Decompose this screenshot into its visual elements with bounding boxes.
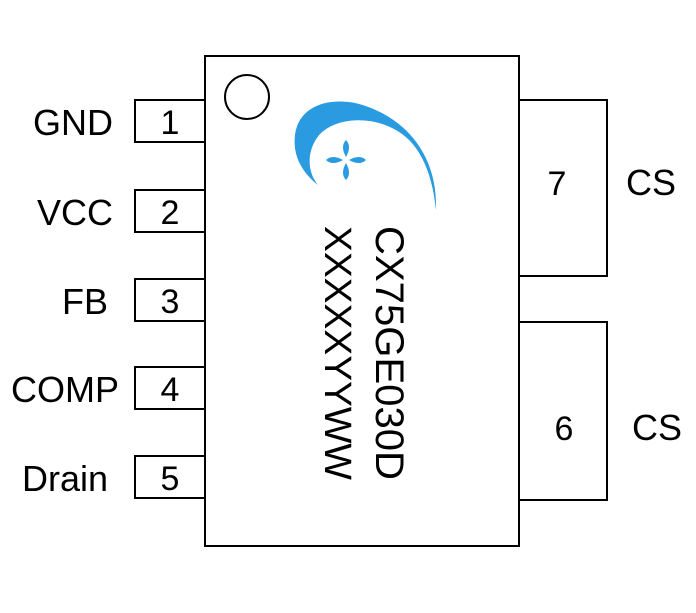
pin-number: 4 xyxy=(161,371,180,409)
pin-name: CS xyxy=(632,407,682,448)
left-pin-1: 1 GND xyxy=(33,99,206,143)
right-pin-6: 6 CS xyxy=(518,321,682,501)
chip-body xyxy=(204,55,520,547)
pin-number: 6 xyxy=(555,410,574,448)
pin-name: COMP xyxy=(11,369,119,410)
left-pin-3: 3 FB xyxy=(62,278,206,322)
company-logo-icon xyxy=(294,101,437,210)
pin-name: GND xyxy=(33,102,113,143)
left-pin-5: 5 Drain xyxy=(22,455,206,499)
pin-number: 5 xyxy=(161,460,180,498)
pin-name: Drain xyxy=(22,458,108,499)
chip-date-code: XXXXXYYWW xyxy=(316,226,358,480)
pin-name: CS xyxy=(626,162,676,203)
pin1-indicator-dot xyxy=(224,74,270,120)
pin-number: 2 xyxy=(161,194,180,232)
pin-name: VCC xyxy=(37,192,113,233)
pin-number: 1 xyxy=(161,104,180,142)
chip-part-number: CX75GE030D xyxy=(367,226,411,480)
left-pin-2: 2 VCC xyxy=(37,189,206,233)
pin-number: 3 xyxy=(161,283,180,321)
pin-name: FB xyxy=(62,281,108,322)
right-pin-7: 7 CS xyxy=(518,99,676,277)
left-pin-4: 4 COMP xyxy=(11,366,206,410)
pin-number: 7 xyxy=(548,165,567,203)
